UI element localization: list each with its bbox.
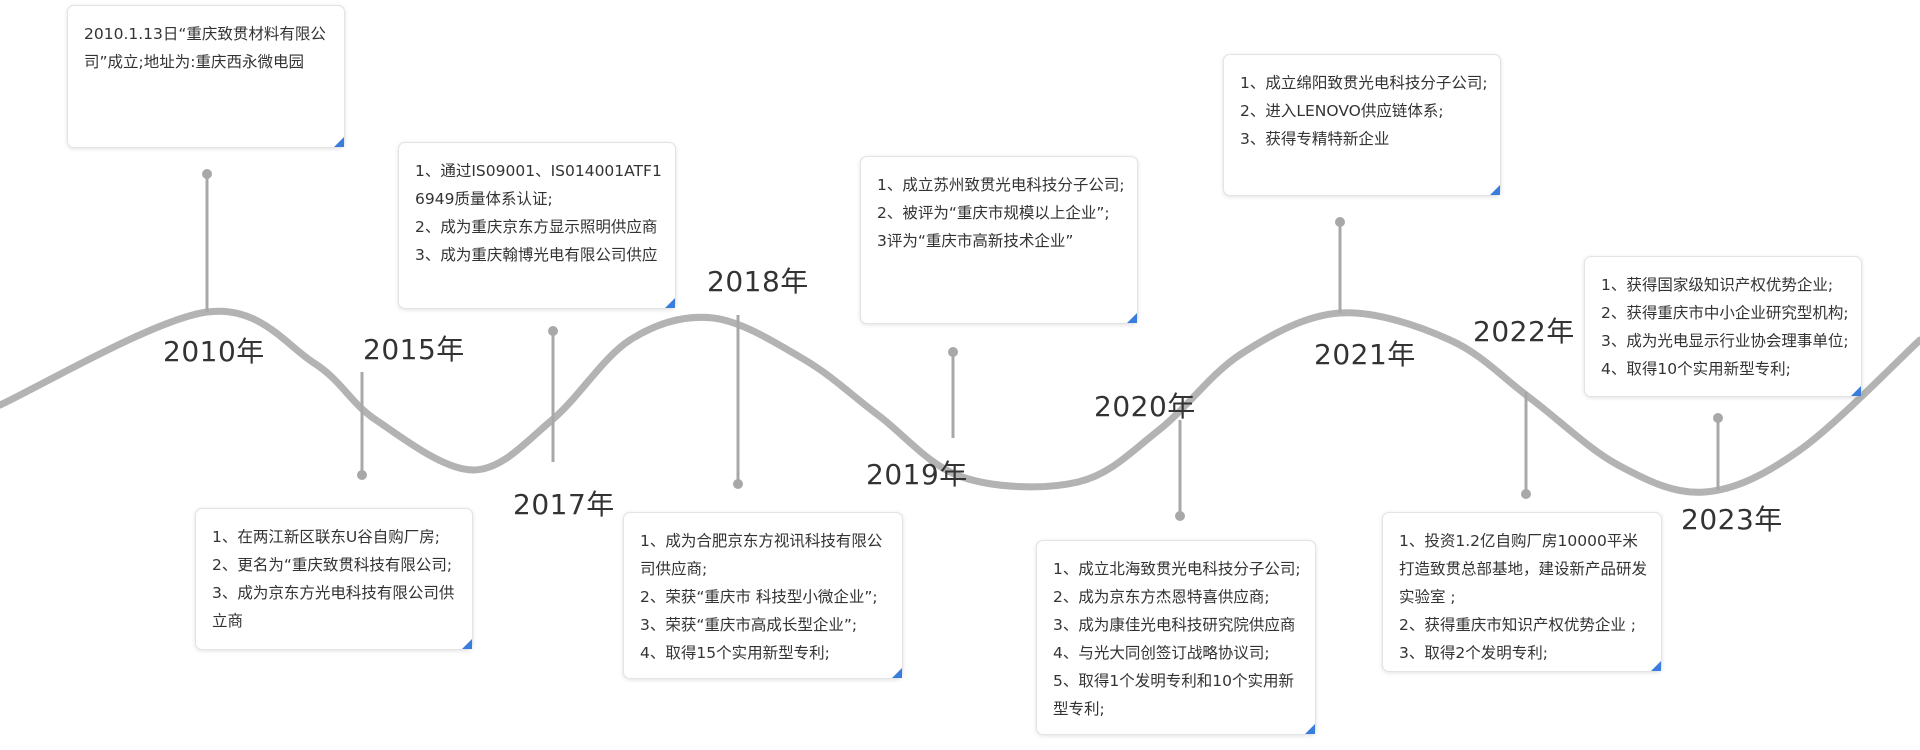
event-line: 4、与光大同创签订战略协议司;	[1053, 644, 1270, 662]
event-line: 2、荣获“重庆市 科技型小微企业”;	[640, 588, 878, 606]
stem-dot-2021	[1335, 217, 1345, 227]
corner-marker	[1305, 724, 1315, 734]
event-card-2018: 1、成为合肥京东方视讯科技有限公司供应商; 2、荣获“重庆市 科技型小微企业”;…	[623, 512, 903, 679]
event-line: 1、通过IS09001、IS014001ATF16949质量体系认证;	[415, 162, 662, 208]
event-line: 3、荣获“重庆市高成长型企业”;	[640, 616, 858, 634]
event-card-2020: 1、成立北海致贯光电科技分子公司; 2、成为京东方杰恩特喜供应商; 3、成为康佳…	[1036, 540, 1316, 735]
year-label-2021: 2021年	[1314, 338, 1416, 371]
corner-marker	[1127, 313, 1137, 323]
corner-marker	[1851, 386, 1861, 396]
event-card-2023: 1、获得国家级知识产权优势企业; 2、获得重庆市中小企业研究型机构; 3、成为光…	[1584, 256, 1862, 397]
event-line: 1、成为合肥京东方视讯科技有限公司供应商;	[640, 532, 883, 578]
event-card-2022: 1、投资1.2亿自购厂房10000平米打造致贯总部基地，建设新产品研发实验室 ;…	[1382, 512, 1662, 672]
stem-dot-2018	[733, 479, 743, 489]
event-line: 1、成立苏州致贯光电科技分子公司;	[877, 176, 1125, 194]
event-line: 2、成为京东方杰恩特喜供应商;	[1053, 588, 1270, 606]
year-label-2020: 2020年	[1094, 390, 1196, 423]
event-line: 2、被评为“重庆市规模以上企业”;	[877, 204, 1110, 222]
stem-dot-2022	[1521, 489, 1531, 499]
event-line: 1、成立绵阳致贯光电科技分子公司;	[1240, 74, 1488, 92]
corner-marker	[665, 298, 675, 308]
stem-dot-2019	[948, 347, 958, 357]
event-line: 1、投资1.2亿自购厂房10000平米打造致贯总部基地，建设新产品研发实验室 ;	[1399, 532, 1648, 606]
event-line: 3、成为光电显示行业协会理事单位;	[1601, 332, 1849, 350]
stem-dot-2010	[202, 169, 212, 179]
event-line: 2010.1.13日“重庆致贯材料有限公司”成立;地址为:重庆西永微电园	[84, 25, 326, 71]
year-label-2017: 2017年	[513, 488, 615, 521]
event-line: 2、成为重庆京东方显示照明供应商	[415, 218, 658, 236]
connector-stems	[202, 169, 1723, 521]
event-line: 5、取得1个发明专利和10个实用新型专利;	[1053, 672, 1294, 718]
corner-marker	[1490, 185, 1500, 195]
event-card-2021: 1、成立绵阳致贯光电科技分子公司; 2、进入LENOVO供应链体系; 3、获得专…	[1223, 54, 1501, 196]
year-label-2023: 2023年	[1681, 503, 1783, 536]
event-line: 1、成立北海致贯光电科技分子公司;	[1053, 560, 1301, 578]
event-line: 2、更名为“重庆致贯科技有限公司;	[212, 556, 453, 574]
year-label-2022: 2022年	[1473, 315, 1575, 348]
event-line: 4、取得15个实用新型专利;	[640, 644, 830, 662]
corner-marker	[462, 639, 472, 649]
stem-dot-2020	[1175, 511, 1185, 521]
event-line: 3、成为康佳光电科技研究院供应商	[1053, 616, 1296, 634]
year-label-2010: 2010年	[163, 335, 265, 368]
event-line: 2、进入LENOVO供应链体系;	[1240, 102, 1444, 120]
event-card-2015: 1、在两江新区联东U谷自购厂房; 2、更名为“重庆致贯科技有限公司; 3、成为京…	[195, 508, 473, 650]
corner-marker	[1651, 661, 1661, 671]
stem-dot-2017	[548, 326, 558, 336]
corner-marker	[334, 137, 344, 147]
event-card-2010: 2010.1.13日“重庆致贯材料有限公司”成立;地址为:重庆西永微电园	[67, 5, 345, 148]
event-line: 2、获得重庆市知识产权优势企业 ;	[1399, 616, 1637, 634]
event-card-2017: 1、通过IS09001、IS014001ATF16949质量体系认证; 2、成为…	[398, 142, 676, 309]
event-line: 2、获得重庆市中小企业研究型机构;	[1601, 304, 1849, 322]
year-label-2015: 2015年	[363, 333, 465, 366]
event-line: 4、取得10个实用新型专利;	[1601, 360, 1791, 378]
event-line: 1、在两江新区联东U谷自购厂房;	[212, 528, 440, 546]
stem-dot-2023	[1713, 413, 1723, 423]
event-line: 3、成为京东方光电科技有限公司供立商	[212, 584, 455, 630]
event-line: 3评为“重庆市高新技术企业”	[877, 232, 1074, 250]
wave-curve	[0, 307, 1920, 496]
event-line: 3、成为重庆翰博光电有限公司供应	[415, 246, 658, 264]
corner-marker	[892, 668, 902, 678]
event-card-2019: 1、成立苏州致贯光电科技分子公司; 2、被评为“重庆市规模以上企业”; 3评为“…	[860, 156, 1138, 324]
event-line: 3、获得专精特新企业	[1240, 130, 1390, 148]
year-label-2018: 2018年	[707, 265, 809, 298]
event-line: 3、取得2个发明专利;	[1399, 644, 1548, 662]
stem-dot-2015	[357, 470, 367, 480]
event-line: 1、获得国家级知识产权优势企业;	[1601, 276, 1834, 294]
year-label-2019: 2019年	[866, 458, 968, 491]
